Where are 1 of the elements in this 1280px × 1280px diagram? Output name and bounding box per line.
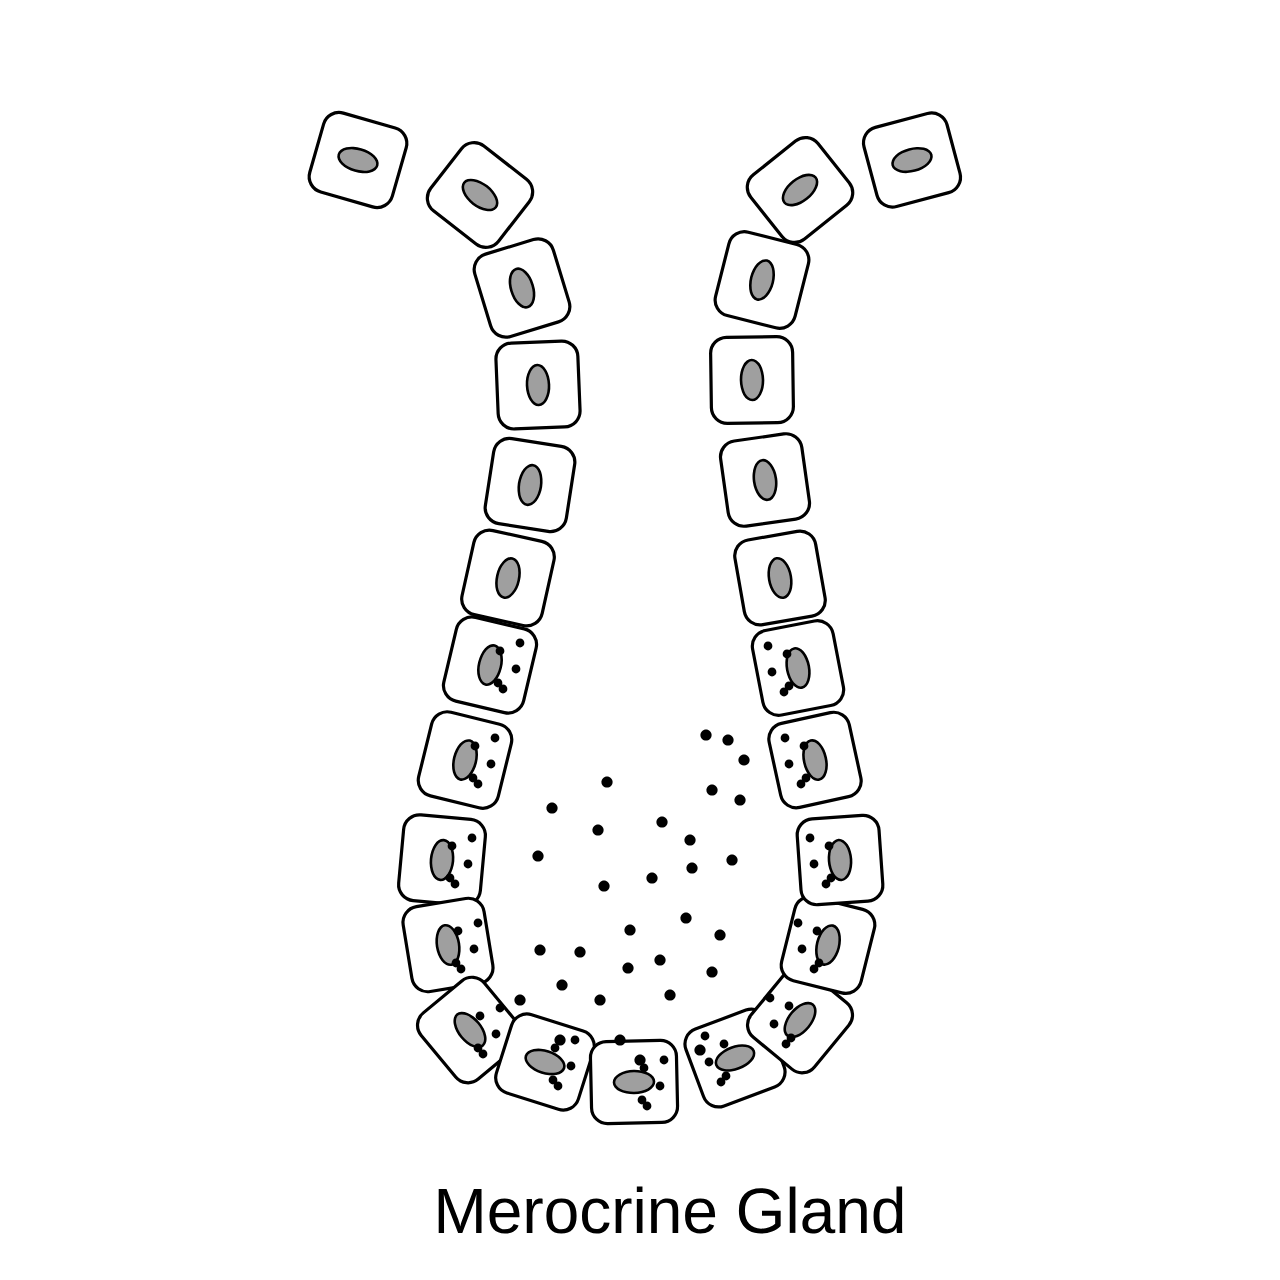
caption: Merocrine Gland: [438, 1186, 903, 1234]
